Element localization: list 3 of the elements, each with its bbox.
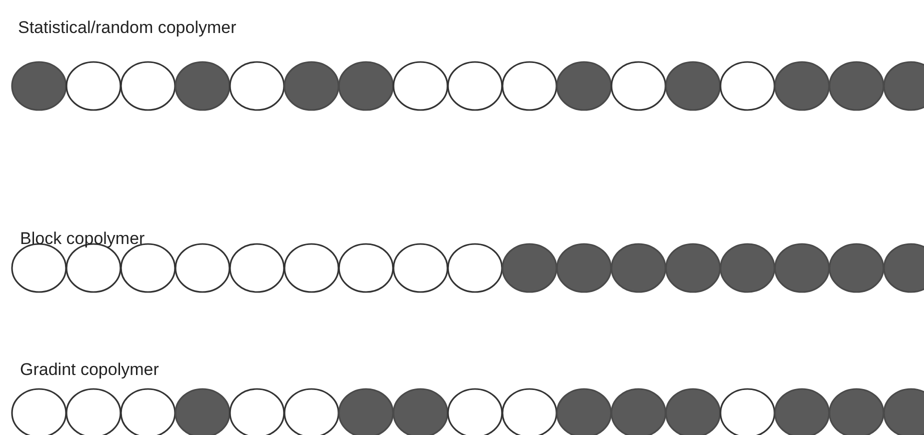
row-title: Block copolymer xyxy=(20,229,145,249)
row-title: Statistical/random copolymer xyxy=(18,18,236,38)
row-title: Gradint copolymer xyxy=(20,360,159,380)
